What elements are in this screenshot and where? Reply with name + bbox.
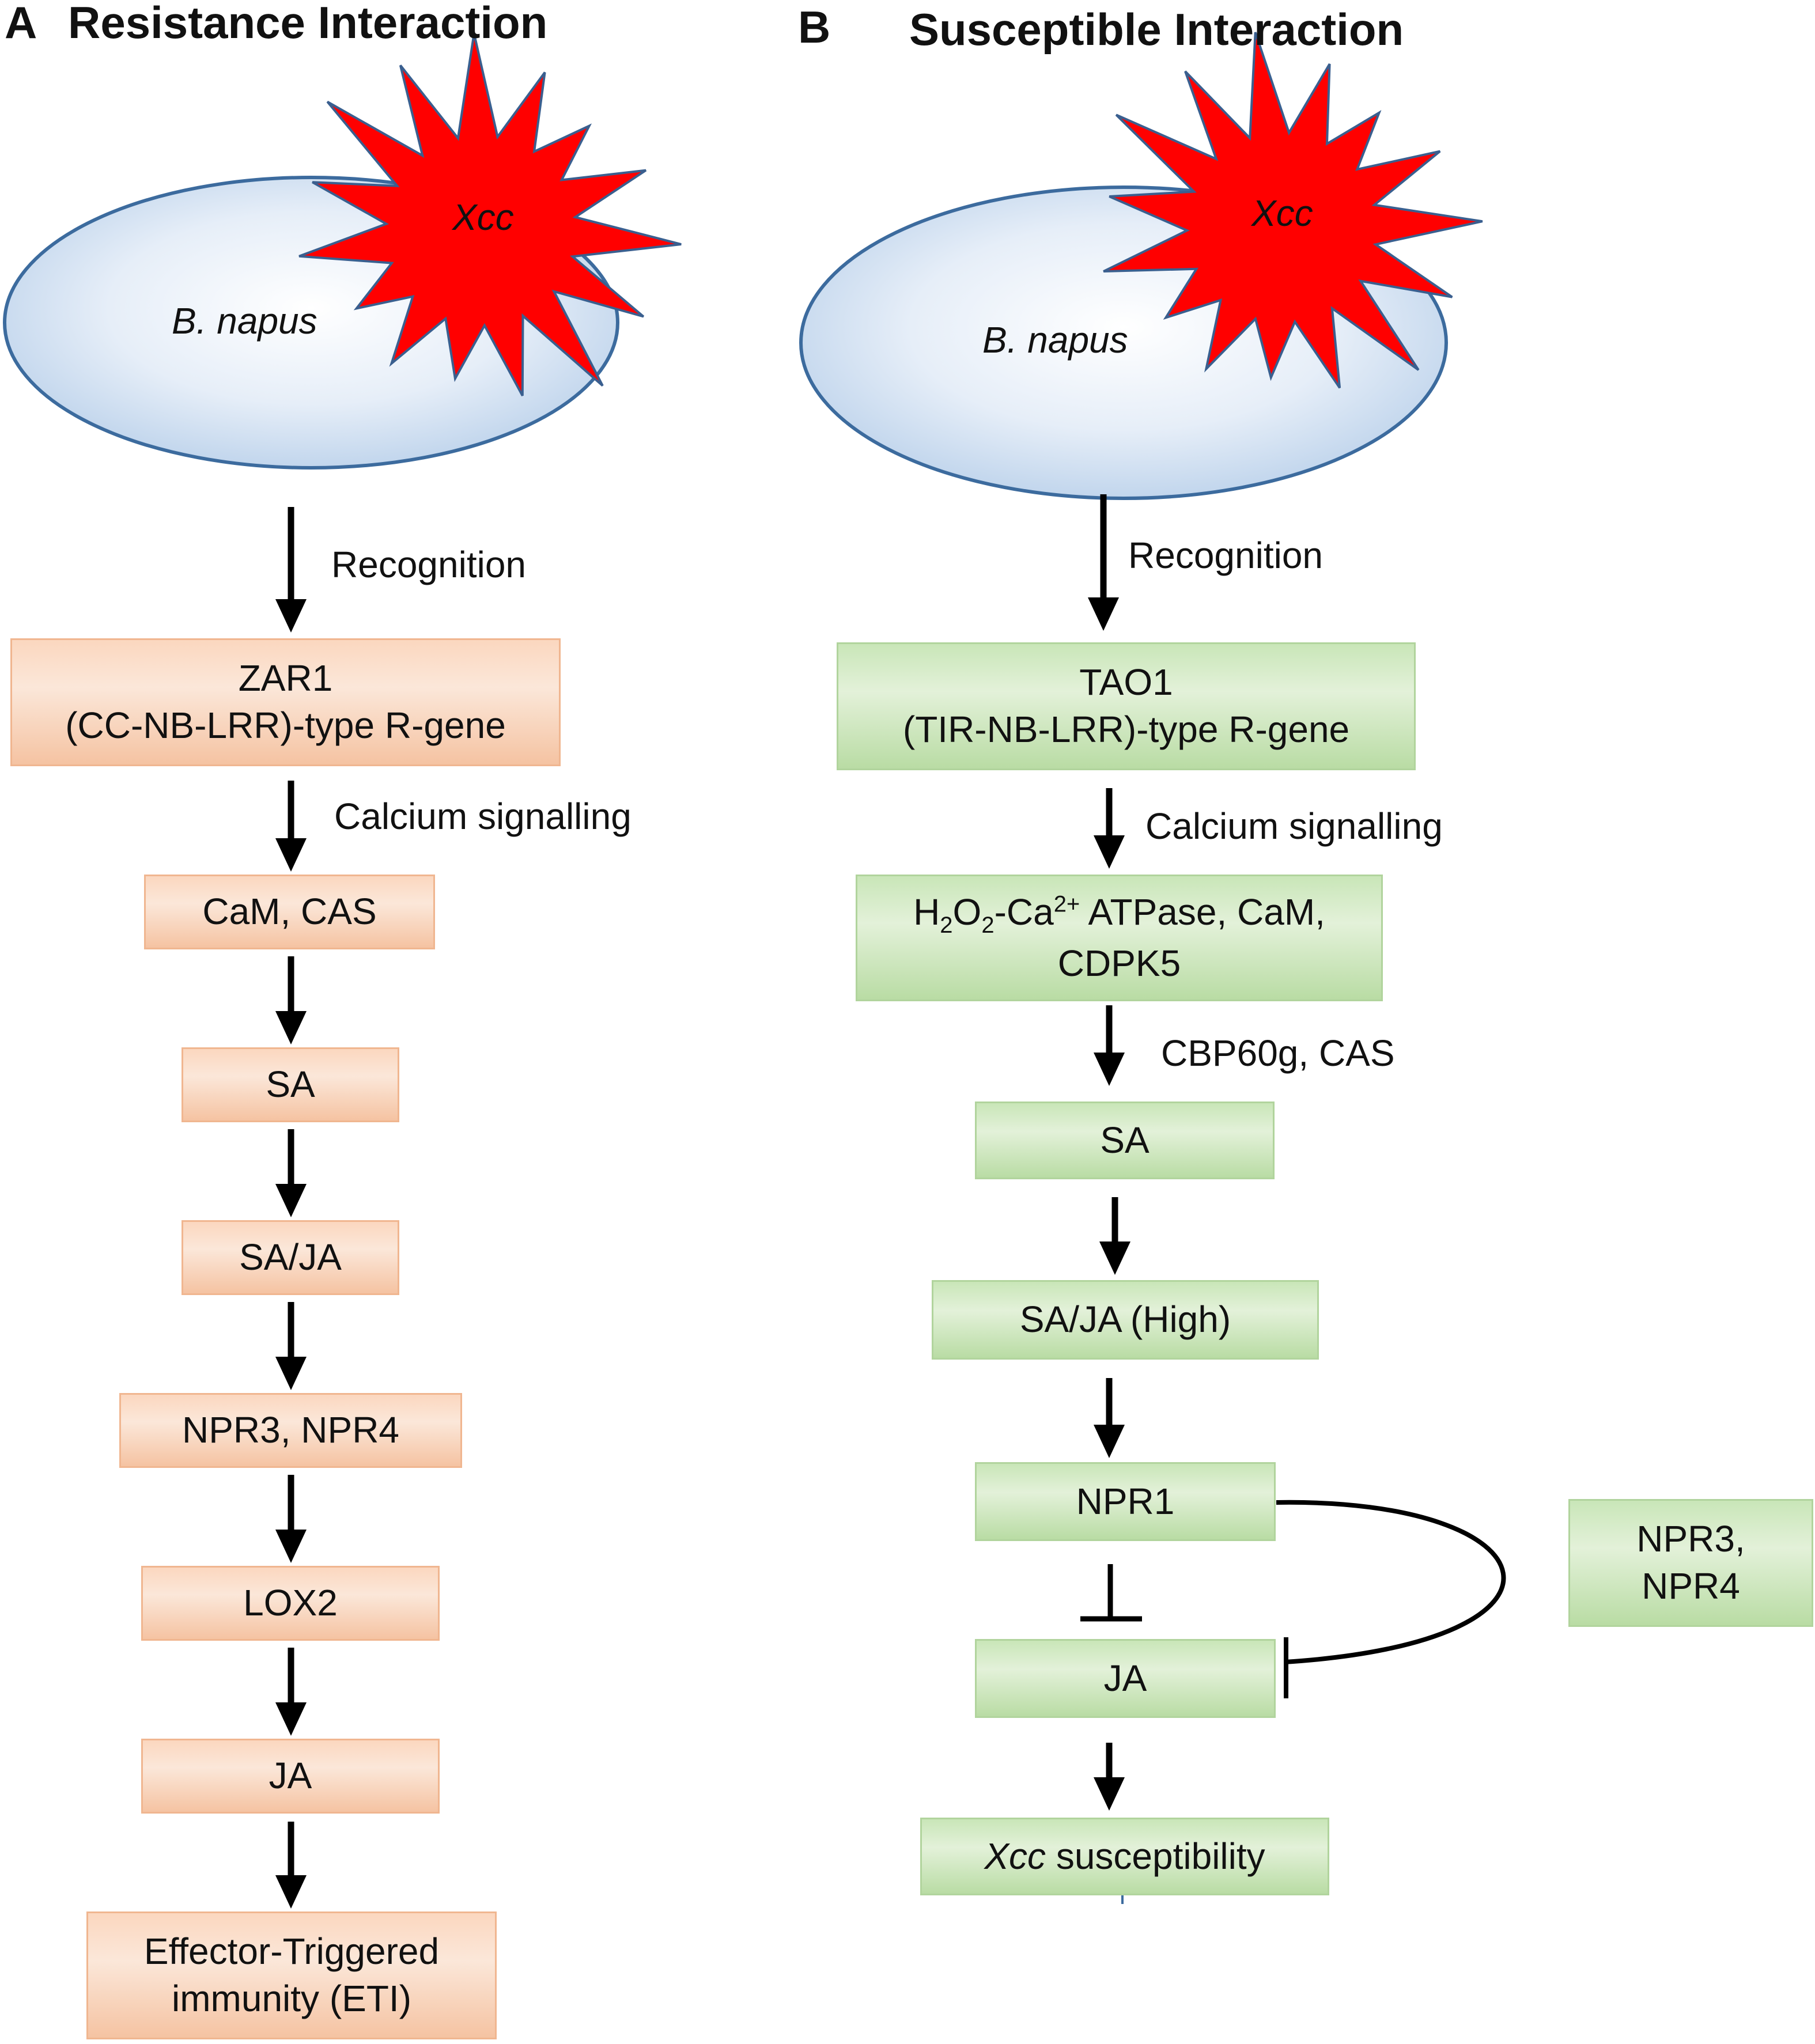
box-npr3-npr4-a: NPR3, NPR4	[119, 1393, 462, 1468]
box-npr3-npr4-b: NPR3, NPR4	[1568, 1499, 1813, 1627]
box-sa-ja-a-label: SA/JA	[239, 1236, 342, 1278]
box-xcc-susceptibility: Xcc susceptibility	[920, 1818, 1329, 1895]
cbp-label-b: CBP60g, CAS	[1161, 1032, 1395, 1074]
inhibition-npr1-ja	[1080, 1564, 1142, 1622]
recognition-label-a: Recognition	[331, 544, 526, 585]
box-sa-ja-high-label: SA/JA (High)	[1019, 1299, 1231, 1341]
xcc-italic: Xcc	[984, 1835, 1046, 1877]
box-tao1-line1: TAO1	[1079, 661, 1173, 703]
box-tao1: TAO1 (TIR-NB-LRR)-type R-gene	[837, 642, 1416, 770]
box-lox2-label: LOX2	[243, 1582, 338, 1624]
box-ja-b: JA	[975, 1639, 1276, 1718]
panel-b-letter: B	[798, 2, 831, 52]
box-xcc-susceptibility-line: Xcc susceptibility	[984, 1833, 1265, 1880]
pathogen-star-a	[298, 33, 682, 396]
box-eti-line2: immunity (ETI)	[172, 1978, 411, 2019]
box-tao1-line2: (TIR-NB-LRR)-type R-gene	[902, 709, 1350, 750]
recognition-label-b: Recognition	[1128, 535, 1323, 576]
box-zar1-line2: (CC-NB-LRR)-type R-gene	[65, 705, 506, 746]
calcium-label-a: Calcium signalling	[334, 796, 632, 837]
susceptibility-text: susceptibility	[1046, 1835, 1265, 1877]
box-h2o2-line2: CDPK5	[1057, 942, 1181, 984]
calcium-label-b: Calcium signalling	[1145, 805, 1443, 847]
panel-a-letter: A	[5, 0, 37, 48]
pathogen-star-b	[1103, 32, 1483, 389]
box-ja-a-label: JA	[269, 1755, 312, 1797]
h2o2-rest: ATPase, CaM,	[1080, 891, 1325, 933]
h2o2-h: H	[913, 891, 940, 933]
box-npr3-npr4-a-label: NPR3, NPR4	[182, 1409, 399, 1451]
panel-b-title: Susceptible Interaction	[909, 4, 1404, 55]
box-sa-b: SA	[975, 1102, 1275, 1179]
panel-a-title: Resistance Interaction	[68, 0, 548, 48]
inhibition-npr34-ja	[1276, 1500, 1506, 1698]
box-npr3-npr4-b-line2: NPR4	[1642, 1565, 1740, 1607]
box-sa-ja-a: SA/JA	[181, 1220, 399, 1295]
h2o2-sub1: 2	[940, 912, 953, 938]
box-sa-a: SA	[181, 1047, 399, 1122]
box-h2o2-line1: H2O2-Ca2+ ATPase, CaM,	[913, 889, 1325, 940]
box-cam-cas-label: CaM, CAS	[202, 891, 377, 933]
h2o2-o: O	[952, 891, 982, 933]
box-ja-a: JA	[141, 1739, 440, 1814]
box-h2o2: H2O2-Ca2+ ATPase, CaM, CDPK5	[856, 875, 1383, 1001]
box-ja-b-label: JA	[1103, 1657, 1147, 1699]
box-sa-b-label: SA	[1100, 1119, 1150, 1161]
pathogen-b-label: Xcc	[1251, 192, 1313, 234]
box-npr1-label: NPR1	[1076, 1480, 1175, 1522]
arrows-panel-a	[275, 507, 307, 1909]
box-lox2: LOX2	[141, 1566, 440, 1641]
h2o2-sup: 2+	[1053, 891, 1080, 917]
box-zar1-line1: ZAR1	[238, 657, 333, 699]
box-npr1: NPR1	[975, 1462, 1276, 1541]
box-eti: Effector-Triggered immunity (ETI)	[86, 1911, 497, 2039]
pathogen-a-label: Xcc	[452, 196, 514, 238]
box-cam-cas: CaM, CAS	[144, 875, 435, 949]
box-zar1: ZAR1 (CC-NB-LRR)-type R-gene	[10, 638, 561, 766]
arrows-panel-b	[1088, 494, 1130, 1811]
box-sa-a-label: SA	[266, 1063, 315, 1106]
box-sa-ja-high: SA/JA (High)	[932, 1280, 1319, 1360]
box-npr3-npr4-b-line1: NPR3,	[1636, 1518, 1745, 1560]
h2o2-ca: -Ca	[994, 891, 1054, 933]
cell-b-label: B. napus	[982, 319, 1128, 361]
box-eti-line1: Effector-Triggered	[143, 1931, 440, 1973]
cell-a-label: B. napus	[172, 300, 317, 342]
h2o2-sub2: 2	[981, 912, 995, 938]
